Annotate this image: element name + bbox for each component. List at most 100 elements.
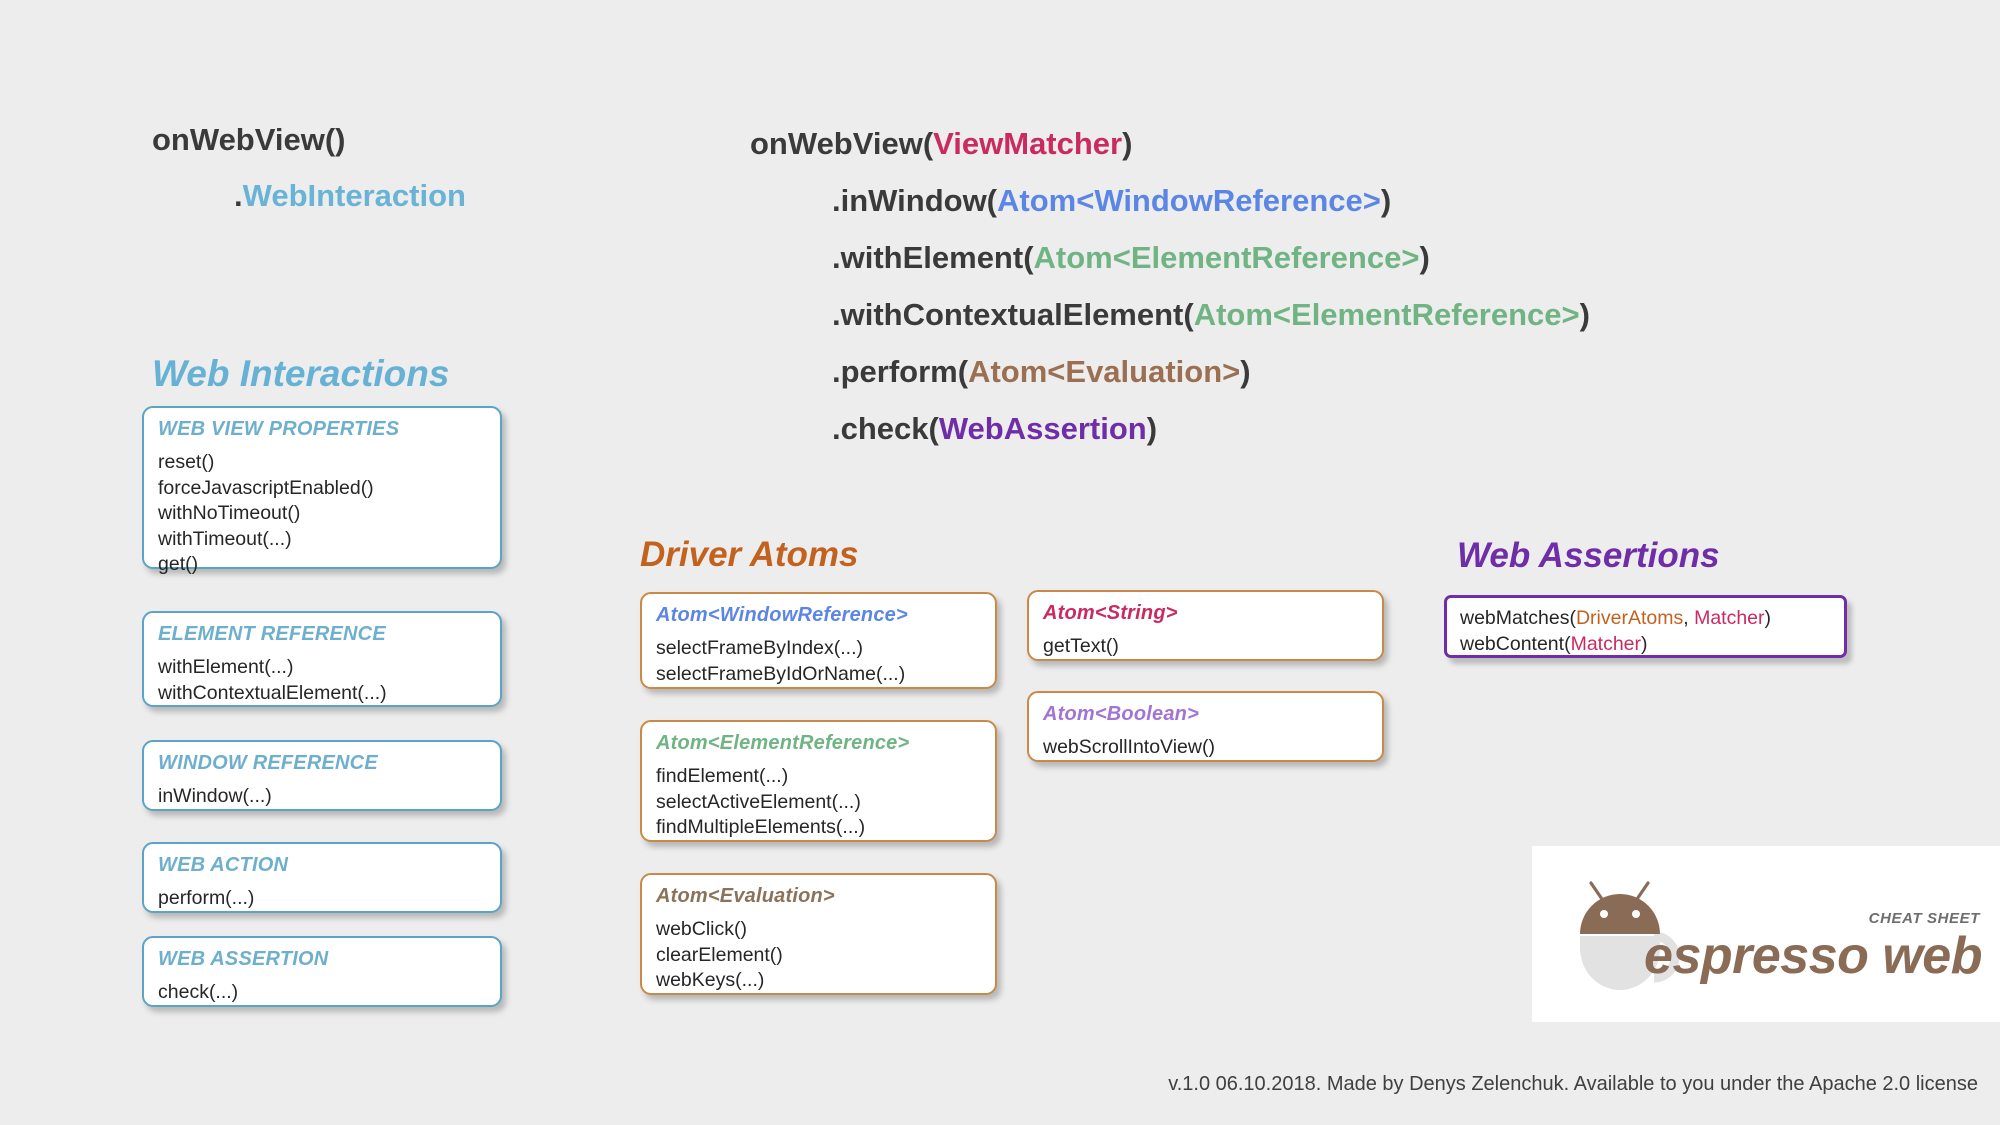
cheat-sheet-label: CHEAT SHEET	[1868, 910, 1980, 927]
card-web-action: WEB ACTION perform(...)	[142, 842, 502, 913]
signature-chain-line-4: .perform(Atom<Evaluation>)	[750, 343, 1590, 400]
card-list: inWindow(...)	[158, 784, 486, 810]
token-atom-elementreference: Atom<ElementReference>	[1033, 240, 1420, 275]
card-title: WEB ACTION	[158, 854, 289, 876]
card-title: WINDOW REFERENCE	[158, 752, 378, 774]
card-list: check(...)	[158, 980, 486, 1006]
chain-prefix: .withElement(	[832, 240, 1034, 275]
card-atom-elementreference: Atom<ElementReference> findElement(...) …	[640, 720, 997, 842]
card-title: Atom<String>	[1043, 602, 1178, 624]
list-item: getText()	[1043, 635, 1119, 657]
list-item: findMultipleElements(...)	[656, 816, 866, 838]
card-atom-windowreference: Atom<WindowReference> selectFrameByIndex…	[640, 592, 997, 689]
signature-chain-line-2: .withElement(Atom<ElementReference>)	[750, 229, 1590, 286]
token-matcher: Matcher	[1694, 607, 1765, 629]
card-atom-boolean: Atom<Boolean> webScrollIntoView()	[1027, 691, 1384, 762]
list-item: withTimeout(...)	[158, 527, 292, 550]
card-web-assertions: webMatches(DriverAtoms, Matcher) webCont…	[1444, 595, 1847, 658]
section-title-web-assertions: Web Assertions	[1457, 536, 1720, 575]
token-atom-elementreference: Atom<ElementReference>	[1193, 297, 1580, 332]
token-driveratoms: DriverAtoms	[1575, 607, 1684, 629]
token-matcher: Matcher	[1570, 632, 1642, 655]
signature-line-2: .WebInteraction	[152, 168, 466, 224]
signature-chain-line-0: onWebView(ViewMatcher)	[750, 126, 1132, 161]
list-item: withNoTimeout()	[158, 502, 301, 524]
card-list: findElement(...) selectActiveElement(...…	[656, 764, 981, 841]
token-webassertion: WebAssertion	[938, 411, 1147, 446]
card-list: withElement(...) withContextualElement(.…	[158, 655, 486, 706]
chain-suffix: )	[1146, 411, 1158, 446]
list-item: forceJavascriptEnabled()	[158, 476, 374, 499]
card-list: webMatches(DriverAtoms, Matcher) webCont…	[1460, 606, 1831, 657]
card-web-assertion: WEB ASSERTION check(...)	[142, 936, 502, 1007]
list-item-webcontent: webContent(Matcher)	[1460, 632, 1831, 658]
token-viewmatcher: ViewMatcher	[933, 126, 1123, 161]
section-title-web-interactions: Web Interactions	[152, 353, 450, 394]
list-item: check(...)	[158, 981, 239, 1003]
card-list: perform(...)	[158, 886, 486, 912]
card-title: WEB VIEW PROPERTIES	[158, 418, 400, 440]
token-atom-evaluation: Atom<Evaluation>	[968, 354, 1241, 389]
assertion-prefix: webMatches(	[1460, 607, 1576, 629]
card-element-reference: ELEMENT REFERENCE withElement(...) withC…	[142, 611, 502, 707]
footer-note: v.1.0 06.10.2018. Made by Denys Zelenchu…	[1168, 1073, 1978, 1095]
signature-chain-line-5: .check(WebAssertion)	[750, 400, 1590, 457]
list-item: get()	[158, 553, 199, 575]
signature-onwebview-noargs: onWebView() .WebInteraction	[152, 112, 466, 224]
list-item: inWindow(...)	[158, 785, 272, 807]
logo-panel: CHEAT SHEET espresso web	[1532, 846, 2000, 1022]
card-list: webClick() clearElement() webKeys(...)	[656, 917, 981, 994]
chain-prefix: onWebView(	[750, 126, 934, 161]
card-title: Atom<Evaluation>	[656, 885, 835, 907]
espresso-web-wordmark: espresso web	[1644, 927, 1982, 985]
card-title: Atom<WindowReference>	[656, 604, 908, 626]
chain-suffix: )	[1579, 297, 1590, 332]
list-item: clearElement()	[656, 943, 783, 966]
assertion-separator: ,	[1683, 607, 1695, 629]
token-atom-windowreference: Atom<WindowReference>	[997, 183, 1381, 218]
chain-suffix: )	[1122, 126, 1133, 161]
signature-onwebview-chain: onWebView(ViewMatcher) .inWindow(Atom<Wi…	[750, 115, 1590, 457]
card-list: selectFrameByIndex(...) selectFrameByIdO…	[656, 636, 981, 687]
android-espresso-cup-icon	[1580, 881, 1680, 990]
chain-suffix: )	[1419, 240, 1430, 275]
list-item: webKeys(...)	[656, 969, 765, 991]
card-list: webScrollIntoView()	[1043, 735, 1368, 761]
list-item: withContextualElement(...)	[158, 681, 387, 704]
card-atom-string: Atom<String> getText()	[1027, 590, 1384, 661]
signature-chain-line-1: .inWindow(Atom<WindowReference>)	[750, 172, 1590, 229]
card-web-view-properties: WEB VIEW PROPERTIES reset() forceJavascr…	[142, 406, 502, 575]
signature-chain-line-3: .withContextualElement(Atom<ElementRefer…	[750, 286, 1590, 343]
card-title: Atom<ElementReference>	[656, 732, 910, 754]
list-item: perform(...)	[158, 887, 255, 909]
card-list: reset() forceJavascriptEnabled() withNoT…	[158, 450, 486, 578]
chain-prefix: .check(	[832, 411, 939, 446]
card-title: WEB ASSERTION	[158, 948, 329, 970]
signature-dot: .	[234, 178, 243, 213]
assertion-suffix: )	[1764, 607, 1772, 629]
list-item: selectActiveElement(...)	[656, 790, 861, 813]
list-item: selectFrameByIndex(...)	[656, 637, 863, 659]
list-item-webmatches: webMatches(DriverAtoms, Matcher)	[1460, 606, 1831, 632]
list-item: webClick()	[656, 918, 748, 940]
chain-suffix: )	[1380, 183, 1392, 218]
token-webinteraction: WebInteraction	[242, 178, 466, 213]
chain-prefix: .withContextualElement(	[832, 297, 1194, 332]
card-window-reference: WINDOW REFERENCE inWindow(...)	[142, 740, 502, 811]
assertion-prefix: webContent(	[1460, 632, 1571, 655]
card-list: getText()	[1043, 634, 1368, 660]
card-title: ELEMENT REFERENCE	[158, 623, 386, 645]
list-item: selectFrameByIdOrName(...)	[656, 662, 906, 685]
signature-line-1: onWebView()	[152, 122, 346, 157]
chain-suffix: )	[1240, 354, 1251, 389]
assertion-suffix: )	[1641, 632, 1648, 655]
list-item: reset()	[158, 451, 215, 473]
list-item: findElement(...)	[656, 765, 789, 787]
card-title: Atom<Boolean>	[1043, 703, 1199, 725]
chain-prefix: .perform(	[832, 354, 969, 389]
card-atom-evaluation: Atom<Evaluation> webClick() clearElement…	[640, 873, 997, 995]
chain-prefix: .inWindow(	[832, 183, 998, 218]
list-item: webScrollIntoView()	[1043, 736, 1215, 758]
section-title-driver-atoms: Driver Atoms	[640, 535, 859, 574]
list-item: withElement(...)	[158, 656, 294, 678]
